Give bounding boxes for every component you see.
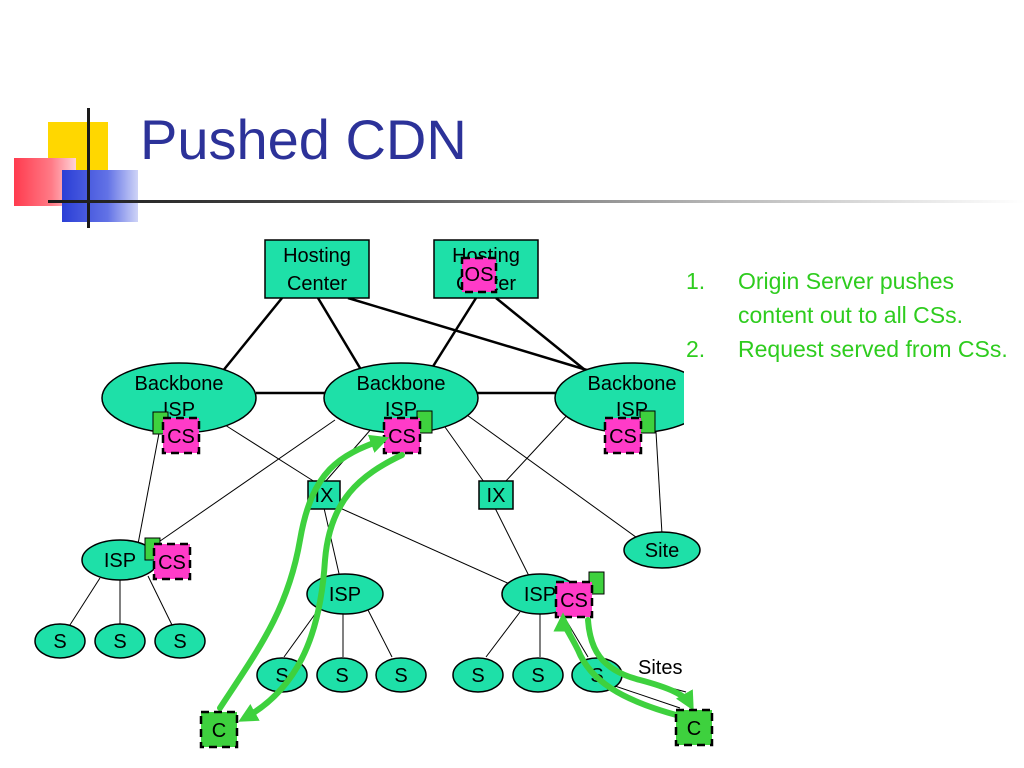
content-server: CS <box>382 416 422 455</box>
step-item: 2. Request served from CSs. <box>686 332 1016 366</box>
internet-exchange: IX <box>478 480 514 510</box>
link-line <box>655 431 663 535</box>
backbone-isp-label: ISP <box>385 399 417 421</box>
content-server-label: CS <box>560 590 588 612</box>
access-links <box>67 409 687 709</box>
link-line <box>459 409 641 541</box>
s-label: S <box>113 631 126 653</box>
s-node: S <box>34 623 86 659</box>
title-underline <box>48 200 1024 203</box>
isp-label: ISP <box>104 550 136 572</box>
backbone-isp: Backbone ISP <box>101 362 257 434</box>
isp-label: ISP <box>524 584 556 606</box>
client-node: C <box>199 710 239 749</box>
link-line <box>495 297 586 371</box>
link-line <box>430 297 478 369</box>
content-server-label: CS <box>609 426 637 448</box>
backbone-isp-label: Backbone <box>135 373 224 395</box>
s-node: S <box>154 623 206 659</box>
origin-server-label: OS <box>465 264 494 286</box>
step-item: 1. Origin Server pushes content out to a… <box>686 264 1016 332</box>
s-label: S <box>471 665 484 687</box>
s-node: S <box>452 657 504 693</box>
link-line <box>147 575 173 626</box>
link-line <box>323 507 341 579</box>
isp-label: ISP <box>329 584 361 606</box>
backbone-isp-label: Backbone <box>588 373 677 395</box>
steps-list: 1. Origin Server pushes content out to a… <box>686 264 1016 366</box>
link-line <box>149 419 336 549</box>
s-label: S <box>53 631 66 653</box>
hosting-center: Hosting Center <box>264 239 370 299</box>
decor-vertical-line <box>87 108 90 228</box>
link-line <box>137 427 161 545</box>
backbone-isp-label: ISP <box>163 399 195 421</box>
link-line <box>367 609 393 658</box>
link-line <box>494 507 531 579</box>
response-arrow <box>585 617 694 711</box>
s-node: S <box>375 657 427 693</box>
response-arrow <box>238 452 405 722</box>
client-node: C <box>674 708 714 747</box>
link-line <box>339 507 513 586</box>
s-label: S <box>531 665 544 687</box>
sites-label: Sites <box>638 657 682 679</box>
client-label: C <box>687 718 701 740</box>
step-text: Request served from CSs. <box>738 336 1008 362</box>
hosting-center-label: Hosting <box>283 245 351 267</box>
step-text: Origin Server pushes content out to all … <box>738 268 964 328</box>
link-line <box>283 609 319 658</box>
s-label: S <box>394 665 407 687</box>
content-server: CS <box>161 416 201 455</box>
site-node: Site <box>623 531 701 569</box>
client-label: C <box>212 720 226 742</box>
exchange-label: IX <box>487 485 506 507</box>
link-line <box>316 297 362 369</box>
s-node: S <box>512 657 564 693</box>
decor-blue-square <box>62 170 138 222</box>
content-server: CS <box>152 542 192 581</box>
step-number: 2. <box>686 336 706 362</box>
content-server: CS <box>554 580 594 619</box>
s-node: S <box>316 657 368 693</box>
content-server-label: CS <box>158 552 186 574</box>
isp-node: ISP <box>81 539 159 581</box>
backbone-isp: Backbone ISP <box>323 362 479 434</box>
site-label: Site <box>645 540 679 562</box>
link-line <box>611 684 681 709</box>
link-line <box>221 297 283 373</box>
request-arrow <box>217 434 390 711</box>
s-node: S <box>94 623 146 659</box>
backbone-links <box>221 296 621 395</box>
request-arrow <box>553 612 683 719</box>
slide-title: Pushed CDN <box>140 108 467 171</box>
origin-server: OS <box>460 256 498 294</box>
step-number: 1. <box>686 268 706 294</box>
backbone-isp-label: Backbone <box>357 373 446 395</box>
link-line <box>504 411 571 483</box>
request-arrows <box>217 434 694 722</box>
exchange-label: IX <box>315 485 334 507</box>
link-line <box>485 611 521 658</box>
link-line <box>67 577 101 629</box>
content-server-label: CS <box>388 426 416 448</box>
content-server: CS <box>603 416 643 455</box>
s-label: S <box>173 631 186 653</box>
s-label: S <box>335 665 348 687</box>
hosting-center-label: Center <box>287 273 347 295</box>
content-server-label: CS <box>167 426 195 448</box>
link-line <box>347 296 621 382</box>
link-line <box>439 419 485 483</box>
link-line <box>224 424 316 483</box>
isp-node: ISP <box>306 573 384 615</box>
